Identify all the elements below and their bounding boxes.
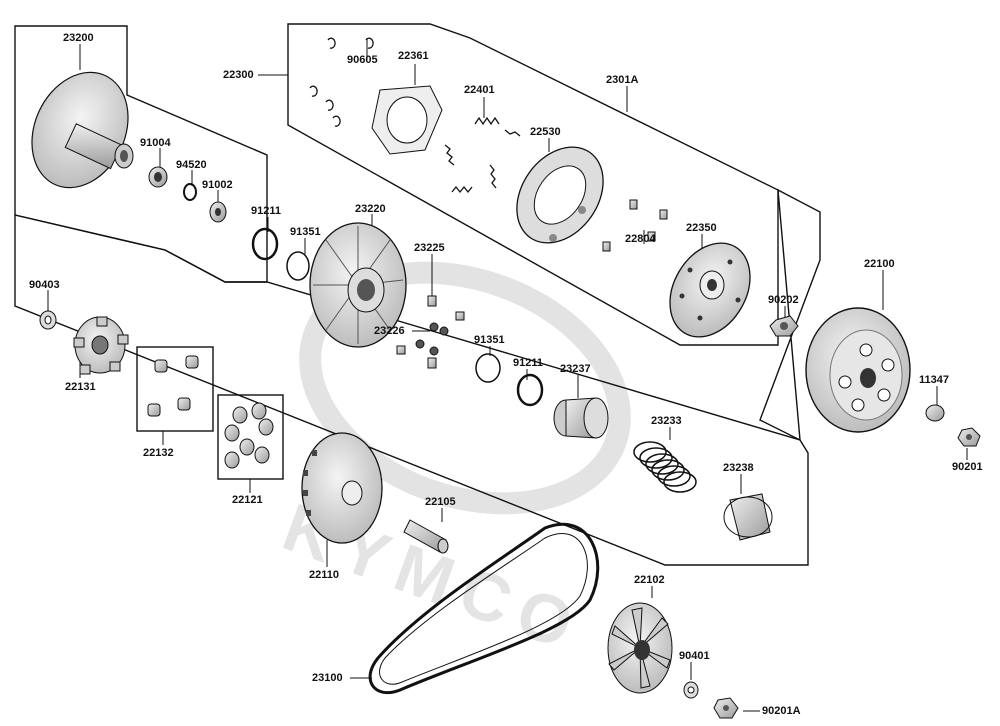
part-label-90605: 90605 — [347, 54, 378, 66]
part-label-22401: 22401 — [464, 84, 495, 96]
part-label-23200: 23200 — [63, 32, 94, 44]
part-label-22530: 22530 — [530, 126, 561, 138]
group-outline-22100 — [759, 188, 821, 442]
washer-90403 — [39, 310, 57, 330]
o-ring-91211-upper — [251, 227, 279, 261]
circlip-94520 — [183, 183, 197, 201]
part-label-90403: 90403 — [29, 279, 60, 291]
group-outline-22132 — [136, 346, 214, 432]
clutch-shoes-22530 — [516, 146, 604, 244]
part-label-91211-upper: 91211 — [251, 205, 281, 217]
part-label-22350: 22350 — [686, 222, 717, 234]
drive-face-22110 — [301, 432, 383, 544]
part-label-22105: 22105 — [425, 496, 456, 508]
part-label-91002: 91002 — [202, 179, 233, 191]
clutch-bell-22100 — [805, 307, 911, 433]
nut-90202 — [769, 315, 799, 337]
fan-pulley-22102 — [607, 602, 673, 694]
clutch-plate-22350 — [669, 242, 751, 338]
part-label-22132: 22132 — [143, 447, 174, 459]
pins-23225 — [396, 295, 465, 369]
part-label-23220: 23220 — [355, 203, 386, 215]
collar-23238 — [723, 493, 773, 541]
circlips-90605 — [309, 37, 374, 127]
drive-belt-23100 — [368, 522, 600, 695]
spring-23233 — [633, 441, 697, 493]
part-label-90202: 90202 — [768, 294, 799, 306]
part-label-23237: 23237 — [560, 363, 591, 375]
pins-22804 — [602, 199, 668, 252]
bearing-91004 — [148, 166, 168, 188]
sliding-sheave-23220 — [309, 222, 407, 348]
washer-90401 — [683, 681, 699, 699]
part-label-22300: 22300 — [223, 69, 254, 81]
o-ring-91211-lower — [516, 373, 544, 407]
part-label-23225: 23225 — [414, 242, 445, 254]
leader-lines — [47, 38, 968, 712]
part-label-22110: 22110 — [309, 569, 339, 581]
part-label-91211-lower: 91211 — [513, 357, 543, 369]
part-label-23233: 23233 — [651, 415, 682, 427]
part-label-22804: 22804 — [625, 233, 656, 245]
part-label-22131: 22131 — [65, 381, 96, 393]
part-label-91351-lower: 91351 — [474, 334, 505, 346]
part-label-90201A: 90201A — [762, 705, 801, 717]
gasket-22361 — [371, 85, 443, 155]
part-label-90201: 90201 — [952, 461, 983, 473]
part-label-91004: 91004 — [140, 137, 171, 149]
part-label-11347: 11347 — [919, 374, 949, 386]
rollers-23226 — [415, 322, 449, 356]
part-label-22361: 22361 — [398, 50, 429, 62]
part-label-23226: 23226 — [374, 325, 405, 337]
o-ring-91351-upper — [286, 251, 310, 281]
part-label-22102: 22102 — [634, 574, 665, 586]
springs-22401 — [444, 116, 521, 194]
driven-face-23200 — [31, 71, 134, 189]
ramp-plate-22131 — [73, 316, 129, 375]
o-ring-91351-lower — [475, 353, 501, 383]
part-label-23100: 23100 — [312, 672, 343, 684]
part-label-94520: 94520 — [176, 159, 207, 171]
part-label-2301A: 2301A — [606, 74, 639, 86]
bearing-91002 — [209, 201, 227, 223]
part-label-90401: 90401 — [679, 650, 710, 662]
logo-watermark-ring — [299, 261, 631, 515]
rollers-22121 — [224, 402, 274, 469]
part-label-91351-upper: 91351 — [290, 226, 321, 238]
part-label-22100: 22100 — [864, 258, 895, 270]
bushing-22105 — [403, 519, 449, 554]
group-outline-22300 — [287, 23, 779, 346]
sliders-22132 — [147, 355, 199, 417]
part-label-22121: 22121 — [232, 494, 263, 506]
nut-90201A — [713, 697, 739, 719]
nut-90201 — [957, 427, 981, 447]
part-label-23238: 23238 — [723, 462, 754, 474]
collar-23237 — [553, 397, 609, 439]
bearing-11347 — [925, 404, 945, 422]
